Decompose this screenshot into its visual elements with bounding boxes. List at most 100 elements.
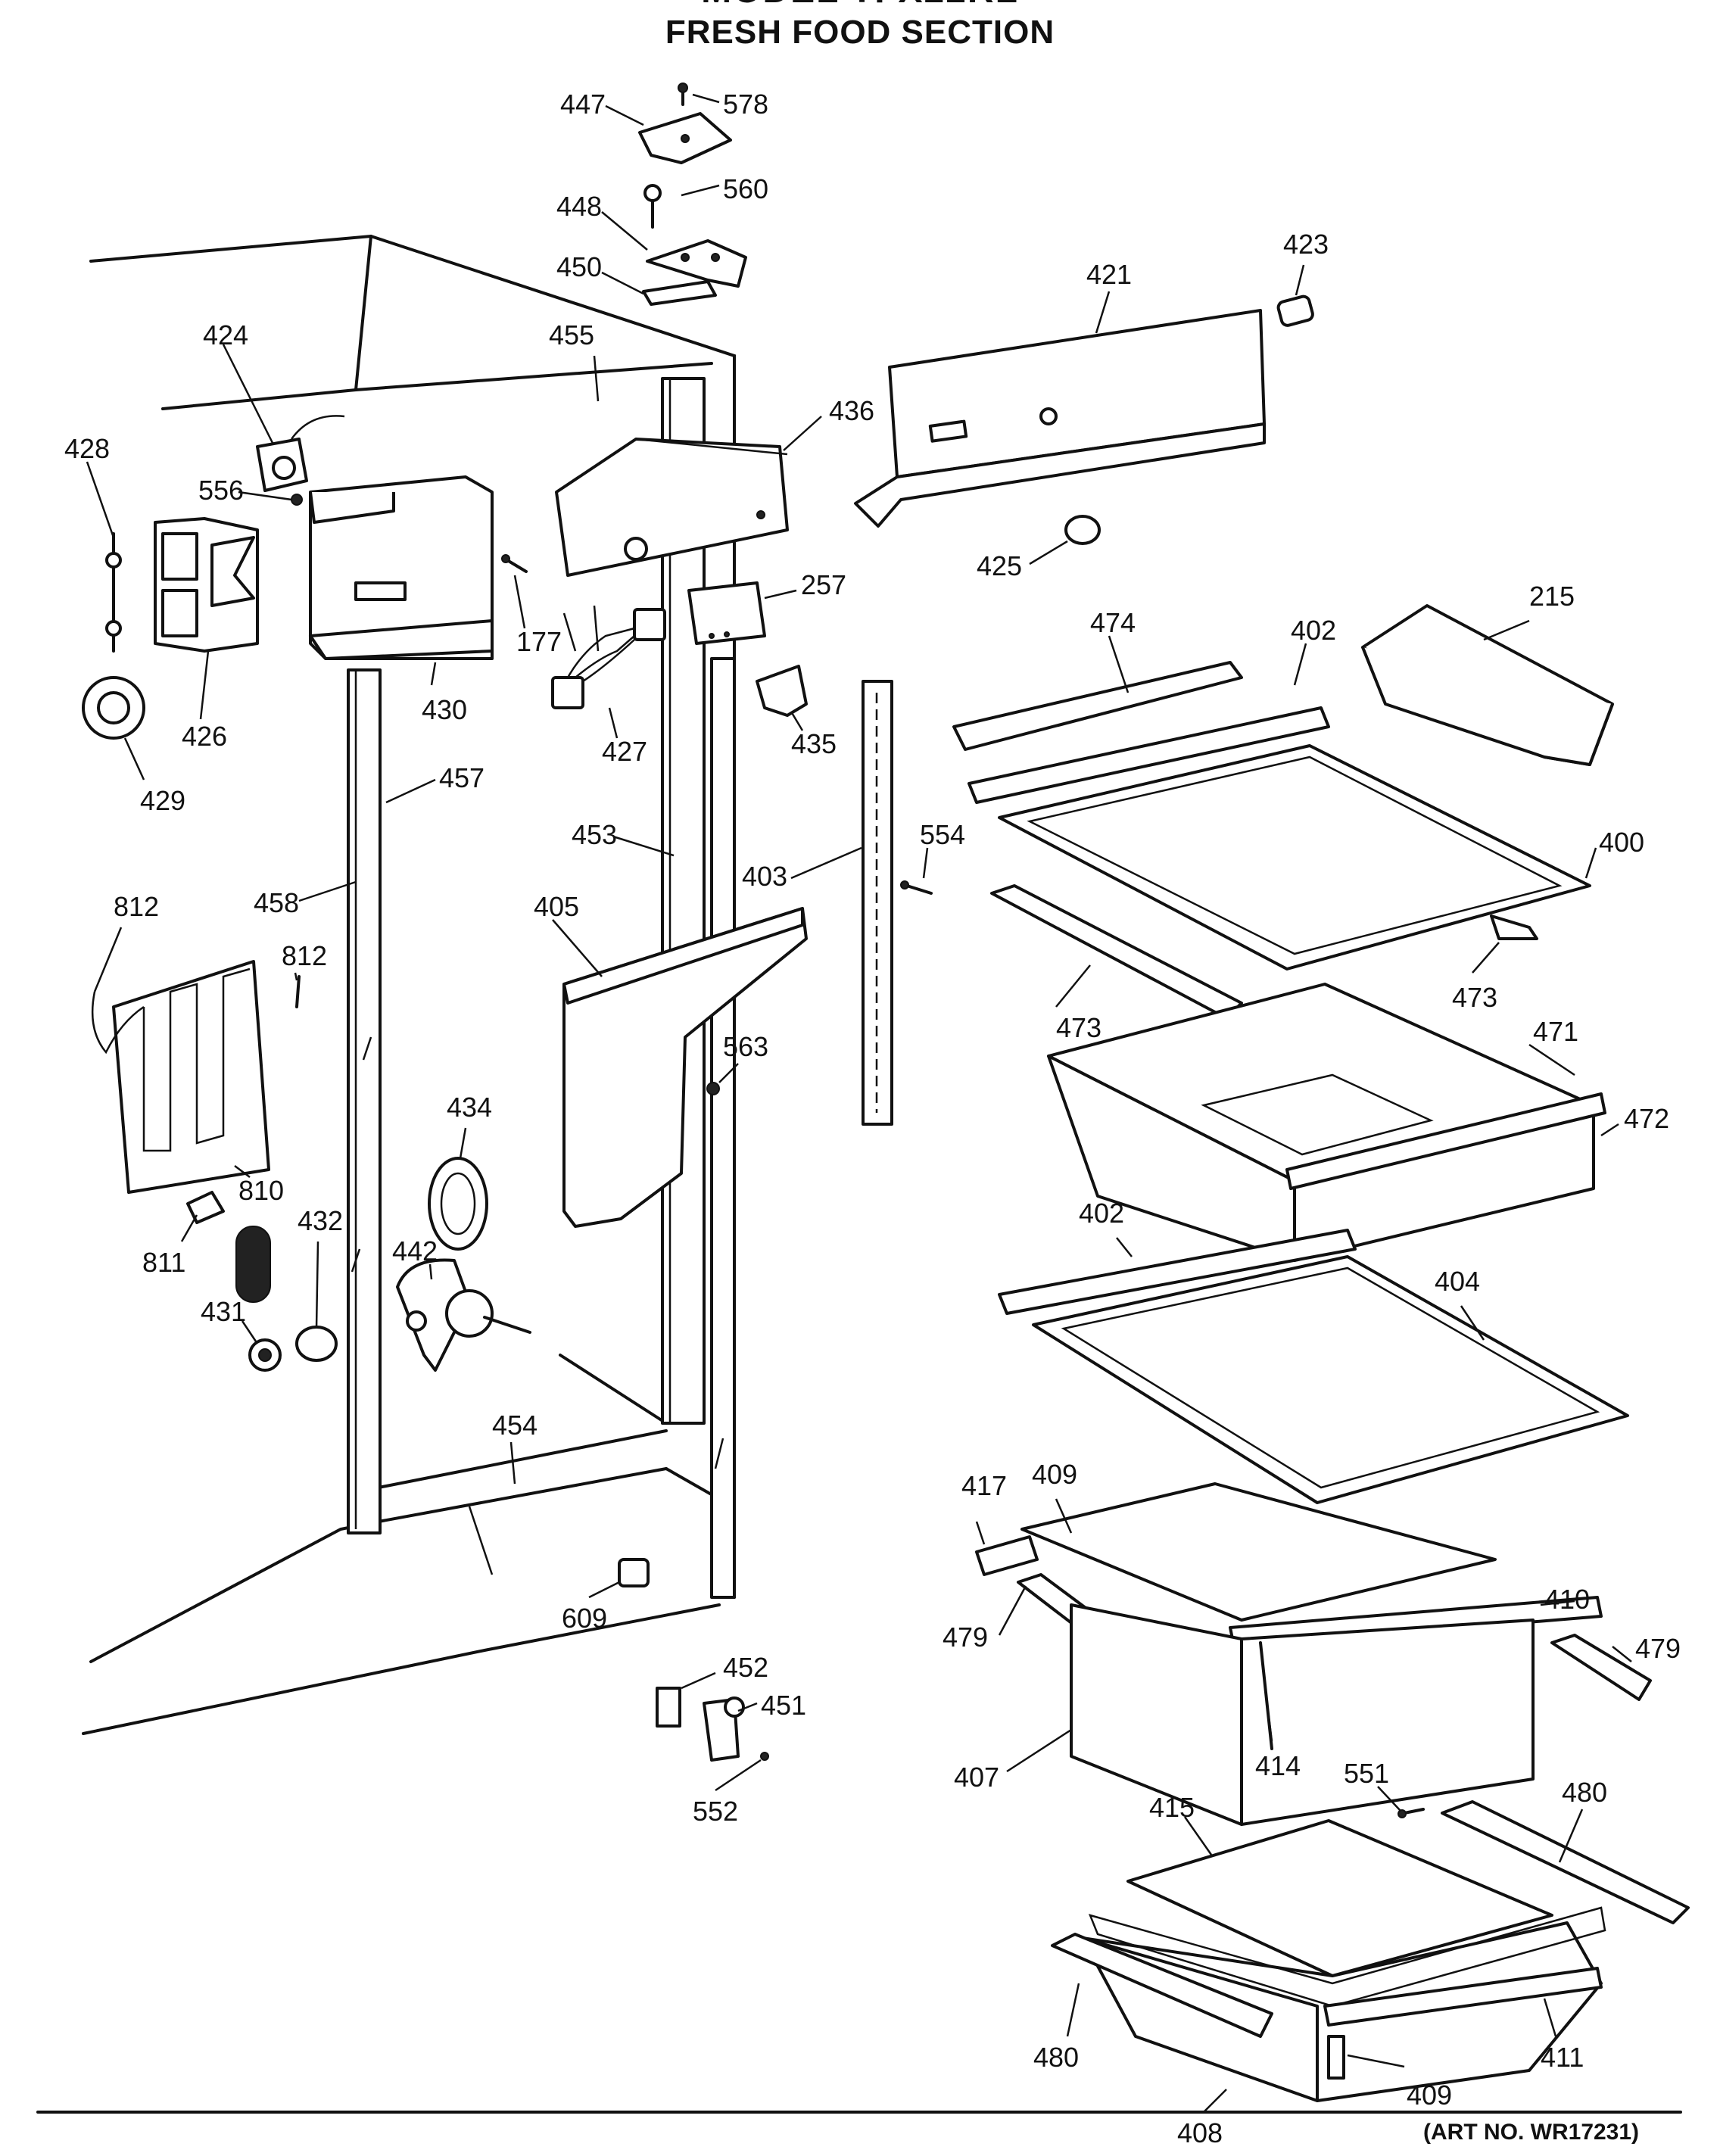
callout-402-upper: 402: [1291, 615, 1336, 646]
part-402-shelf-trim: [968, 706, 1330, 804]
part-409-pan-label: [1327, 2035, 1345, 2080]
part-407-crisper-pan: [1070, 1603, 1535, 1826]
part-431-grommet: [248, 1338, 282, 1372]
part-472-pan-cover-trim: [1285, 1092, 1606, 1190]
callout-403: 403: [742, 861, 787, 892]
callout-405: 405: [534, 891, 579, 922]
callout-811: 811: [142, 1247, 185, 1278]
callout-435: 435: [791, 728, 837, 759]
part-409-crisper-cover: [1020, 1482, 1497, 1622]
callout-425: 425: [977, 550, 1022, 581]
part-429-damper-knob: [82, 676, 145, 740]
callout-457: 457: [439, 762, 485, 793]
part-452-shim: [656, 1687, 681, 1728]
part-426-air-duct: [154, 517, 259, 653]
callout-473-right: 473: [1452, 982, 1497, 1013]
part-400-glass-shelf: [998, 744, 1591, 971]
callout-411: 411: [1541, 2042, 1584, 2073]
callout-434: 434: [447, 1092, 492, 1123]
art-number-note: (ART NO. WR17231): [1423, 2120, 1640, 2145]
callout-552: 552: [693, 1796, 738, 1827]
callout-labels: 447 578 448 560 450 423 421 424 455 436 …: [64, 89, 1681, 2148]
callout-408: 408: [1177, 2117, 1223, 2148]
part-432-spacer: [295, 1326, 338, 1362]
callout-454: 454: [492, 1410, 538, 1441]
callout-455: 455: [549, 319, 594, 351]
part-474-shelf-trim: [952, 661, 1243, 751]
part-810-heater-panel: [112, 960, 270, 1194]
part-425-light-bulb: [1064, 515, 1101, 545]
part-404-glass-shelf: [1032, 1255, 1629, 1504]
callout-480-left: 480: [1033, 2042, 1079, 2073]
section-title: FRESH FOOD SECTION: [665, 14, 1055, 51]
part-428-damper-link: [105, 532, 122, 653]
callout-421: 421: [1086, 259, 1132, 290]
callout-812-screw: 812: [282, 940, 327, 971]
callout-423: 423: [1283, 229, 1329, 260]
callout-415: 415: [1149, 1792, 1195, 1823]
callout-432: 432: [298, 1205, 343, 1236]
part-405-shelf-bracket: [562, 907, 808, 1228]
callout-448: 448: [556, 191, 602, 222]
part-430-control-housing: [309, 475, 494, 660]
callout-402-lower: 402: [1079, 1198, 1124, 1229]
callout-451: 451: [761, 1690, 806, 1721]
part-451-hinge: [703, 1696, 745, 1762]
callout-473-left: 473: [1056, 1012, 1101, 1043]
callout-424: 424: [203, 319, 248, 351]
callout-427: 427: [602, 736, 647, 767]
callout-409-cover: 409: [1032, 1459, 1077, 1490]
part-421-control-panel: [854, 309, 1266, 528]
part-435-bracket: [756, 665, 808, 717]
part-417-cover-support: [975, 1535, 1039, 1576]
part-551-screw: [1398, 1808, 1425, 1818]
part-609-plug: [618, 1558, 650, 1587]
part-215-shelf-bin: [1361, 604, 1614, 766]
part-434-control-knob: [428, 1157, 488, 1251]
callout-472: 472: [1624, 1103, 1669, 1134]
callout-479-right: 479: [1635, 1633, 1681, 1664]
callout-426: 426: [182, 721, 227, 752]
callout-436: 436: [829, 395, 874, 426]
part-812-lead-wire: [91, 991, 145, 1055]
part-257-defrost-timer: [687, 581, 766, 645]
callout-400: 400: [1599, 827, 1644, 858]
part-442-cold-control: [396, 1258, 531, 1372]
callout-430: 430: [422, 694, 467, 725]
part-473-shelf-side-rail: [990, 884, 1538, 1020]
part-427-wire-harness: [551, 605, 666, 709]
part-424-fan-motor: [256, 415, 345, 492]
part-447-hinge-cover: [638, 112, 732, 164]
part-415-glass-cover: [1126, 1819, 1553, 1977]
part-811-clip: [186, 1191, 225, 1224]
part-436-light-housing: [555, 438, 789, 577]
part-480-slide-rail-right: [1441, 1800, 1690, 1924]
callout-215: 215: [1529, 581, 1575, 612]
part-563-screw: [706, 1082, 720, 1095]
part-578-screw: [678, 83, 688, 106]
callout-447: 447: [560, 89, 606, 120]
part-423-light-socket: [1276, 294, 1314, 327]
callout-257: 257: [801, 569, 846, 600]
callout-563: 563: [723, 1031, 768, 1062]
callout-431: 431: [201, 1296, 246, 1327]
callout-452: 452: [723, 1652, 768, 1683]
part-480-slide-rail-left: [1051, 1933, 1273, 2038]
callout-428: 428: [64, 433, 110, 464]
callout-556: 556: [198, 475, 244, 506]
callout-578: 578: [723, 89, 768, 120]
part-450-shim: [642, 280, 717, 306]
part-556-screw: [291, 494, 303, 506]
callout-414: 414: [1255, 1750, 1301, 1781]
callout-404: 404: [1435, 1266, 1480, 1297]
callout-177: 177: [516, 626, 562, 657]
callout-560: 560: [723, 173, 768, 204]
callout-453: 453: [572, 819, 617, 850]
part-402-shelf-trim-lower: [998, 1229, 1357, 1315]
part-448-top-hinge: [646, 239, 747, 288]
callout-409-pan: 409: [1407, 2080, 1452, 2111]
callout-407: 407: [954, 1762, 999, 1793]
part-554-screw: [900, 880, 933, 895]
part-432-light-shield: [235, 1226, 271, 1303]
